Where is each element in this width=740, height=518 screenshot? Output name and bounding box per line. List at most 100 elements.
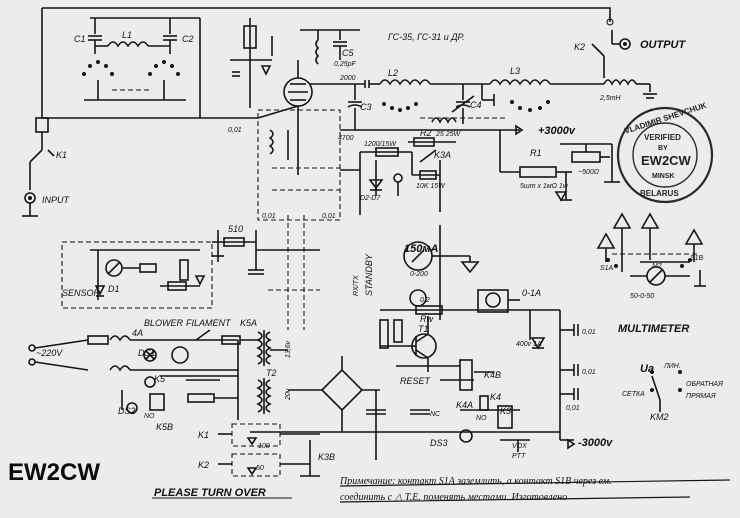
label-r1: R1: [530, 148, 542, 158]
labels: ГС-35, ГС-31 и ДР. OUTPUT INPUT K1 K2 C1…: [8, 30, 723, 503]
label-ptt: PTT: [512, 453, 526, 460]
meter-section: [380, 225, 531, 340]
input-pi-network: [82, 17, 258, 119]
label-001-d: 0,01: [582, 329, 596, 336]
label-sensor: SENSOR: [62, 288, 101, 298]
label-50: 50: [256, 465, 264, 472]
label-k4b: K4B: [484, 370, 501, 380]
label-k1: K1: [56, 150, 67, 160]
label-001-e: 0,01: [582, 369, 596, 376]
label-c5-val: 0,25pF: [334, 61, 357, 68]
label-lin: ЛИН.: [663, 363, 681, 370]
label-k3: K3: [500, 406, 511, 416]
label-400v: 400v 1A: [516, 341, 542, 348]
label-vox: VOX: [512, 443, 527, 450]
power-supply: [28, 329, 288, 420]
label-t2: T2: [266, 368, 277, 378]
tube-stage: [230, 18, 360, 330]
label-k4: K4: [490, 392, 501, 402]
relay-bank: [218, 423, 320, 477]
label-001-f: 0,01: [566, 405, 580, 412]
label-d1: D1: [108, 284, 120, 294]
label-k3b: K3B: [318, 452, 335, 462]
label-r2: R2: [420, 128, 432, 138]
sensor-section: [61, 230, 320, 309]
label-k5b: K5B: [156, 422, 173, 432]
bias-relay-section: [340, 147, 441, 215]
stamp-by: BY: [658, 145, 668, 152]
stamp-city: MINSK: [652, 173, 675, 180]
label-k5: K5: [154, 374, 166, 384]
transistor-control: [379, 316, 530, 452]
label-hv-plus: +3000v: [538, 125, 576, 137]
label-l3: L3: [510, 66, 520, 76]
top-bus: [41, 7, 631, 118]
label-c1: C1: [74, 34, 86, 44]
label-ds3: DS3: [430, 438, 448, 448]
label-tubes: ГС-35, ГС-31 и ДР.: [388, 32, 465, 42]
label-c3: C3: [360, 102, 372, 112]
label-20v: 20v: [285, 388, 292, 401]
label-pot500: ~500Ω: [578, 169, 600, 176]
verification-stamp: VLADIMIR SHEVCHUK VERIFIED BY EW2CW MINS…: [616, 101, 714, 204]
label-k4a: K4A: [456, 400, 473, 410]
label-obrat: ОБРАТНАЯ: [686, 381, 723, 388]
label-k2: K2: [574, 42, 585, 52]
label-l2: L2: [388, 68, 398, 78]
label-c2: C2: [182, 34, 194, 44]
label-k2-b: K2: [198, 460, 209, 470]
label-c4: C4: [470, 100, 482, 110]
label-output: OUTPUT: [640, 39, 687, 51]
input-section: [22, 117, 110, 217]
label-hv-minus: -3000v: [578, 437, 613, 449]
hv-negative-section: [530, 309, 579, 450]
label-001-a: 0,01: [228, 127, 242, 134]
km2-switch: [650, 370, 682, 412]
label-no-b: NO: [144, 413, 155, 420]
label-100: 100: [258, 443, 270, 450]
label-m2: M2: [652, 263, 662, 270]
label-0200: 0-200: [410, 271, 428, 278]
label-001-c: 0,01: [322, 213, 336, 220]
label-ds1: DS1: [138, 348, 156, 358]
label-13v: 13,6v: [285, 340, 292, 358]
label-turn-over: PLEASE TURN OVER: [154, 487, 266, 499]
label-001-b: 0,01: [262, 213, 276, 220]
label-s1b: S1B: [690, 255, 704, 262]
label-range: 50-0-50: [630, 293, 654, 300]
label-02: 0,2: [420, 297, 430, 304]
label-standby: STANDBY: [364, 253, 374, 296]
stamp-call: EW2CW: [641, 153, 692, 168]
label-1200: 1200/15W: [364, 141, 397, 148]
label-setka: СЕТКА: [622, 391, 645, 398]
label-l1: L1: [122, 30, 132, 40]
label-d2d7: D2-D7: [360, 195, 381, 202]
label-t1: T1: [418, 324, 429, 334]
label-510: 510: [228, 224, 243, 234]
label-150ma: 150мА: [404, 243, 438, 255]
hv-divider: [499, 130, 620, 202]
label-4700: 4700: [338, 135, 354, 142]
label-ua: Ua: [640, 363, 654, 375]
label-nc: NC: [430, 411, 441, 418]
label-callsign: EW2CW: [8, 459, 100, 486]
label-ds2: DS2: [118, 406, 136, 416]
label-fuse: 4A: [132, 328, 143, 338]
bridge-rectifier: [250, 356, 560, 460]
output-network: [310, 79, 657, 147]
stamp-country: BELARUS: [640, 189, 679, 198]
note-strike: [152, 479, 731, 503]
label-no: NO: [476, 415, 487, 422]
label-mains: ~220V: [36, 348, 63, 358]
label-s1a: S1A: [600, 265, 614, 272]
label-km2: KM2: [650, 412, 669, 422]
multimeter-diagram: [596, 212, 706, 287]
label-2000: 2000: [339, 75, 356, 82]
label-10k: 10K 15W: [416, 183, 446, 190]
label-01a: 0-1A: [522, 288, 541, 298]
label-blower: BLOWER: [144, 318, 184, 328]
label-k5a: K5A: [240, 318, 257, 328]
label-k1-b: K1: [198, 430, 209, 440]
